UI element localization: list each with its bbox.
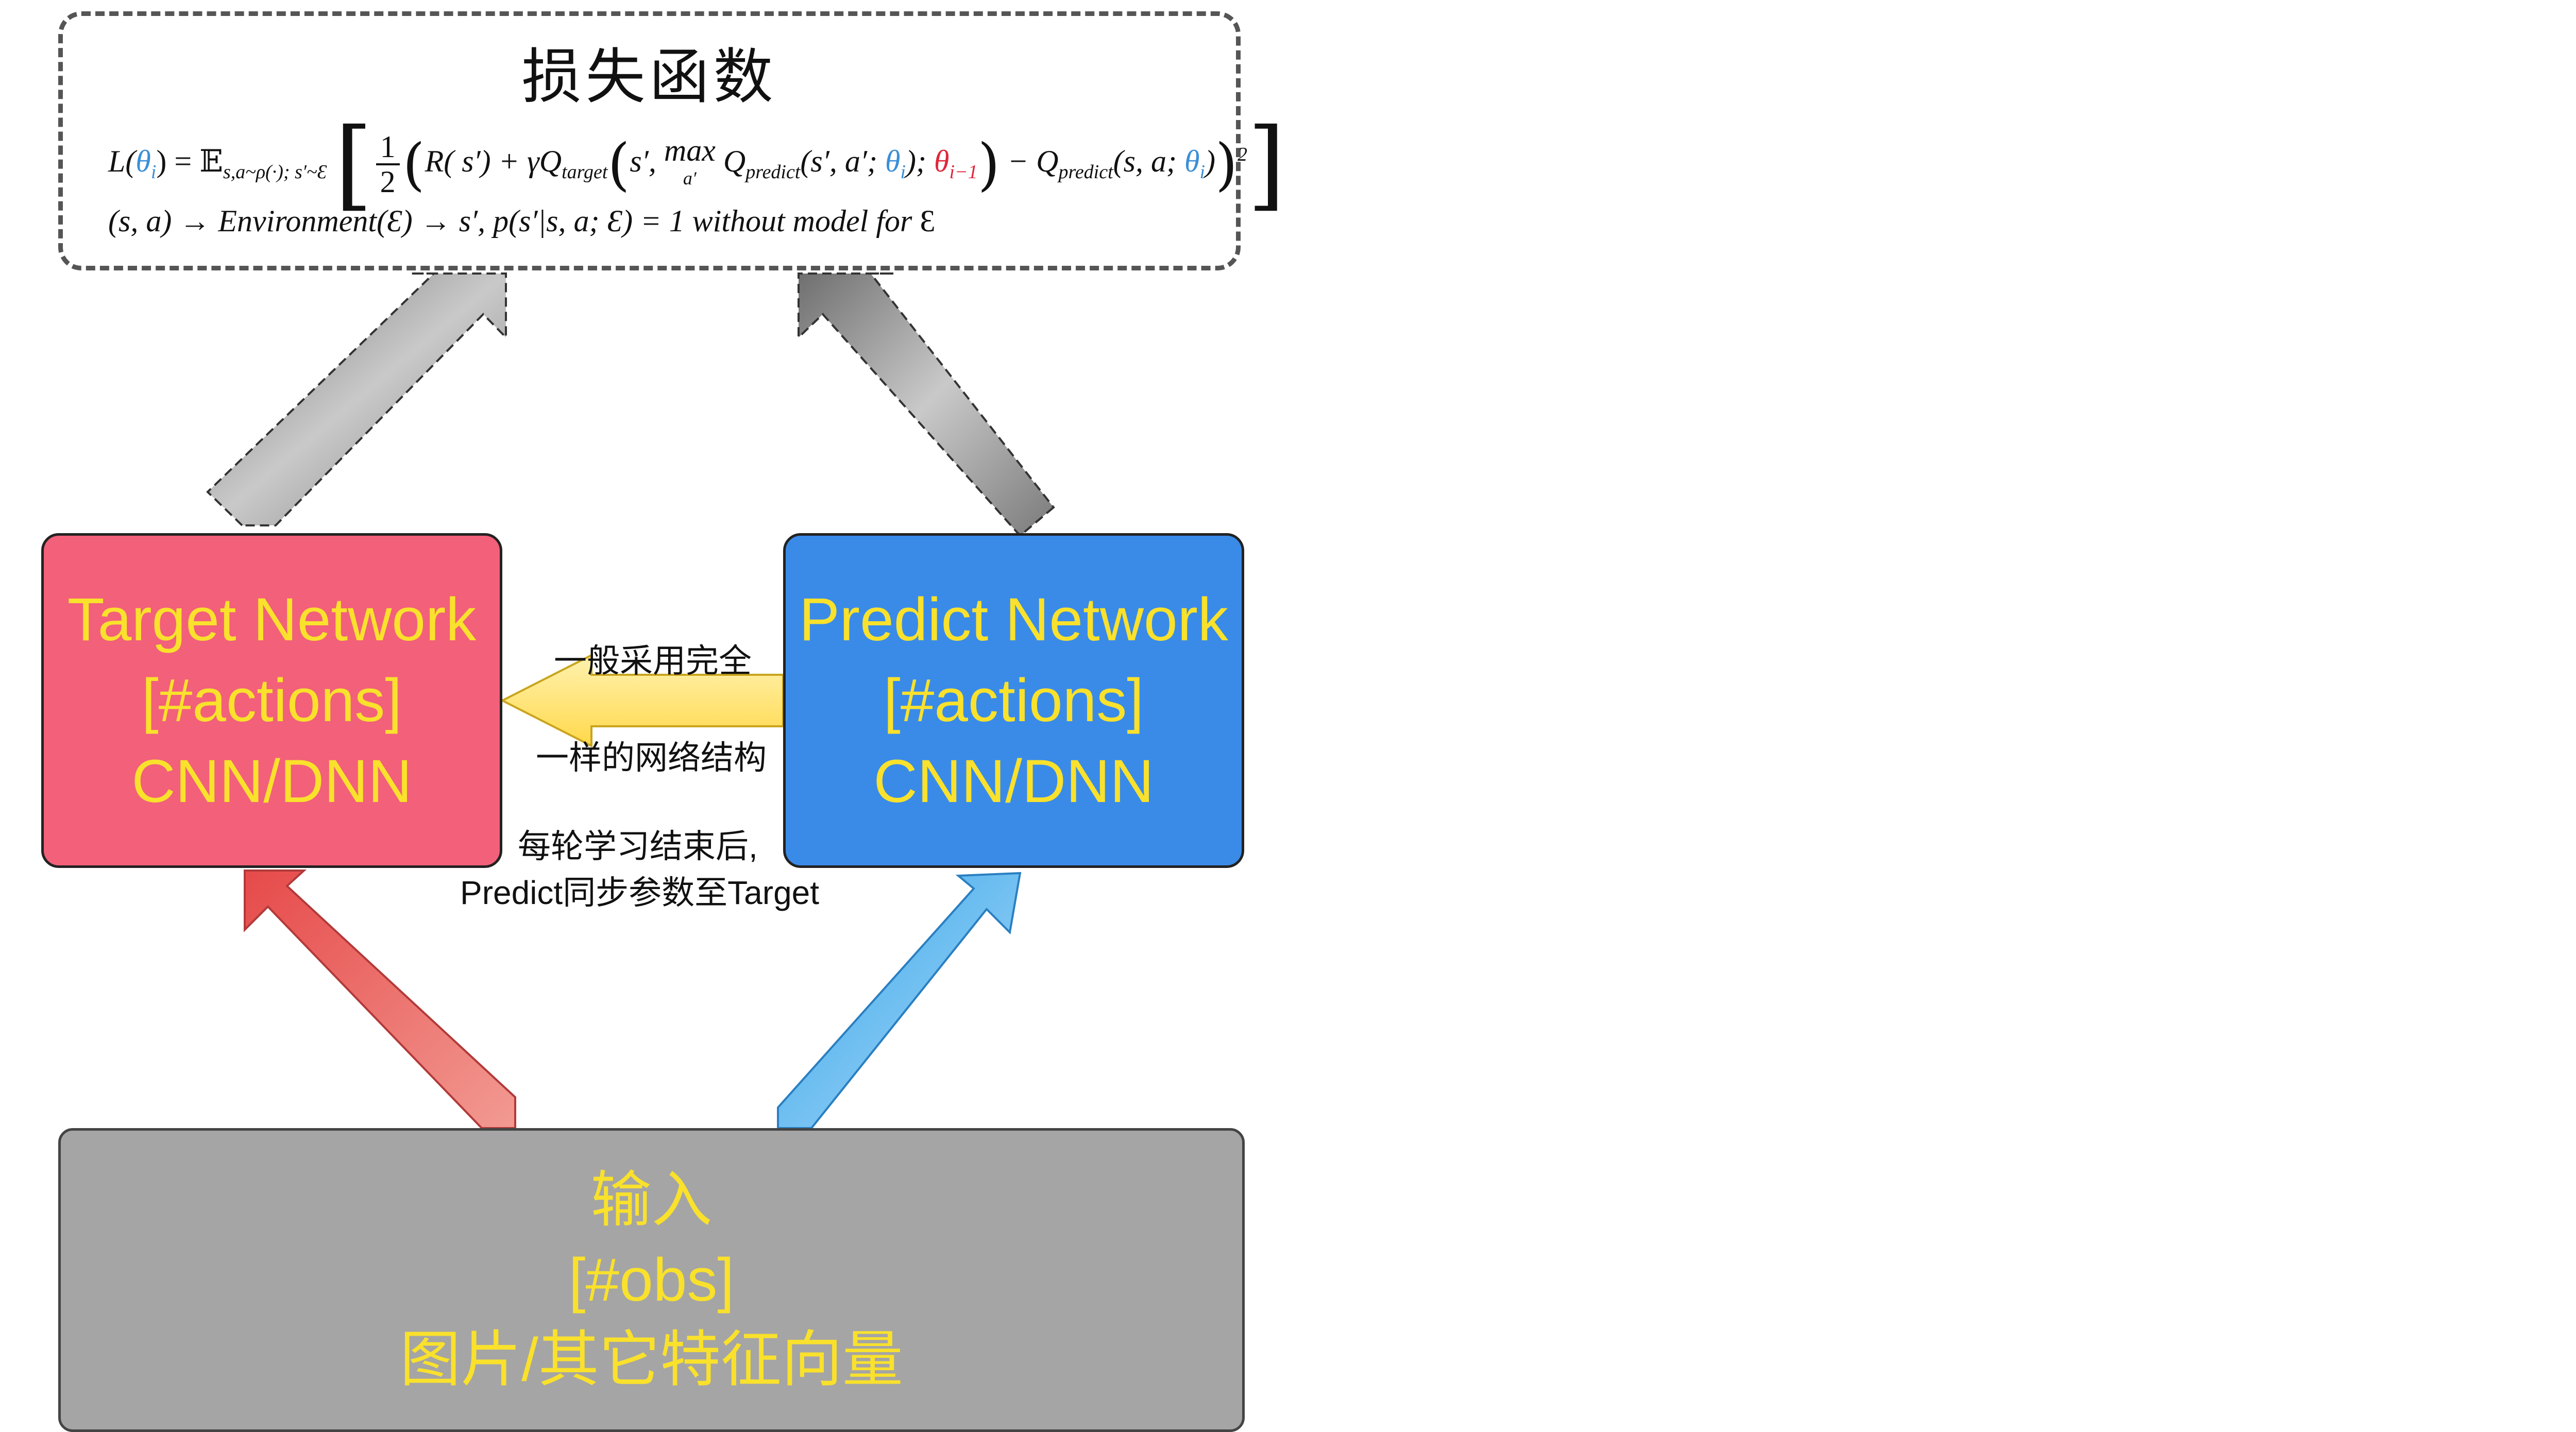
input-to-predict-arrow [777,872,1022,1129]
predict-network-type: CNN/DNN [873,747,1154,815]
environment-formula: (s, a) → Environment(Ɛ) → s′, p(s′|s, a;… [108,204,936,238]
input-to-target-arrow [244,870,516,1129]
predict-network-title: Predict Network [799,585,1228,654]
target-network-actions: [#actions] [141,666,402,735]
target-to-loss-arrow [206,272,507,526]
same-architecture-label-1: 一般采用完全 [554,642,752,679]
input-title: 输入 [590,1166,713,1234]
loss-title: 损失函数 [521,42,777,112]
target-network-box: Target Network [#actions] CNN/DNN [41,533,502,868]
predict-to-target-arrow [500,653,784,748]
sync-label-1: 每轮学习结束后, [518,828,758,865]
target-network-title: Target Network [67,585,477,654]
target-network-type: CNN/DNN [131,747,412,815]
predict-to-loss-arrow [798,272,1055,537]
input-features: 图片/其它特征向量 [400,1325,903,1394]
predict-network-box: Predict Network [#actions] CNN/DNN [783,533,1244,868]
loss-function-box [58,11,1241,270]
predict-network-actions: [#actions] [883,666,1144,735]
sync-label-2: Predict同步参数至Target [460,874,820,911]
same-architecture-label-2: 一样的网络结构 [536,739,767,776]
input-box: 输入 [#obs] 图片/其它特征向量 [58,1128,1245,1432]
input-obs: [#obs] [568,1246,735,1314]
